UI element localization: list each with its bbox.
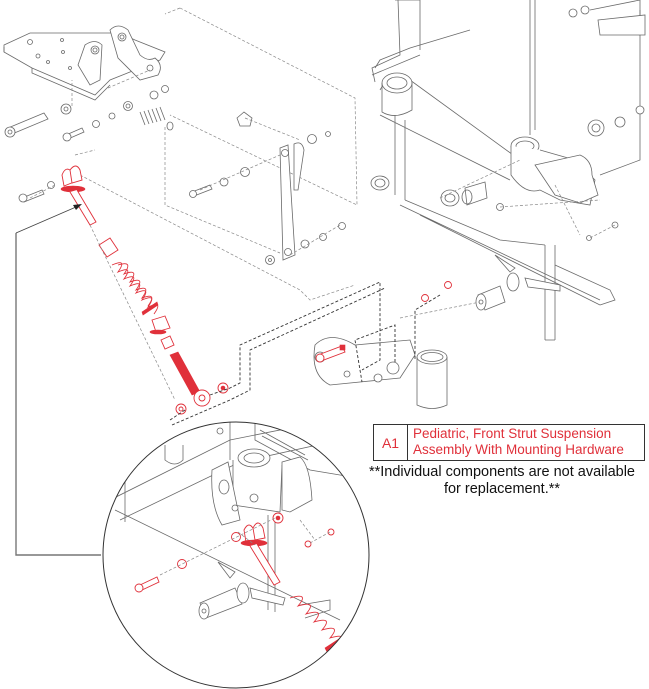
arrowhead-icon [73,204,82,210]
legend-item-description: Pediatric, Front Strut Suspension Assemb… [408,425,644,460]
assembly-outline [79,7,358,301]
detail-inset [102,421,370,689]
legend-item-code: A1 [374,425,408,460]
link-arm [189,111,346,265]
note-line-1: **Individual components are not availabl… [368,464,635,480]
legend-box: A1 Pediatric, Front Strut Suspension Ass… [373,424,645,461]
front-strut-exploded [18,149,452,426]
coil-spring [111,262,159,316]
legend-description-line-1: Pediatric, Front Strut Suspension [413,426,612,441]
strut-clevis [60,165,97,226]
callout-leader [15,204,101,556]
note-line-2: for replacement.** [443,481,561,497]
mounting-plate-assembly [3,25,174,142]
legend-description-line-2: Assembly With Mounting Hardware [413,442,624,457]
availability-note: **Individual components are not availabl… [355,464,649,498]
tension-spring [139,106,174,131]
frame-assembly [370,0,646,341]
